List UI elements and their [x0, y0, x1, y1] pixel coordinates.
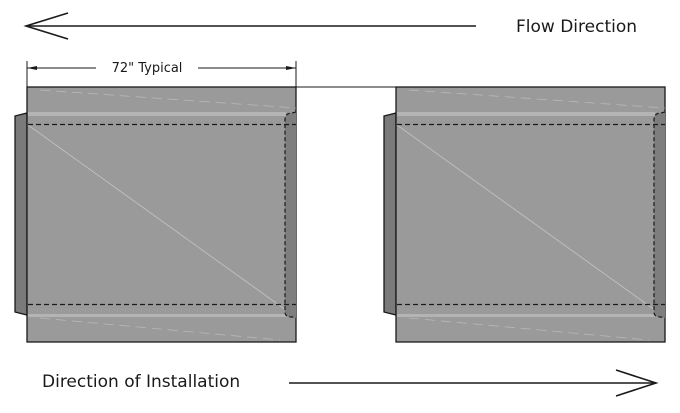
surface-streak — [39, 89, 297, 109]
installation-direction-label: Direction of Installation — [42, 372, 240, 392]
surface-streak — [39, 317, 281, 341]
highlight-band-bottom — [397, 314, 655, 317]
diagonal-line — [396, 124, 660, 314]
flow-arrow-head-icon — [23, 12, 69, 40]
spigot-hidden-outline — [284, 111, 297, 319]
spigot-end-right — [654, 112, 665, 318]
flow-direction-arrow — [23, 12, 476, 40]
spigot-end-right — [285, 112, 296, 318]
highlight-band-bottom — [28, 314, 286, 317]
pipe-body — [395, 86, 666, 343]
diagonal-line — [27, 124, 291, 314]
installation-arrow-head-icon — [615, 369, 659, 397]
pipe-section-2 — [383, 86, 666, 343]
flow-direction-label: Flow Direction — [516, 17, 637, 37]
surface-streak — [408, 317, 650, 341]
dimension-label: 72" Typical — [112, 61, 183, 76]
dimension-line — [26, 61, 297, 87]
pipe-section-1 — [14, 86, 297, 343]
bell-end-left — [14, 112, 28, 316]
bell-end-left — [383, 112, 397, 316]
installation-direction-arrow — [289, 369, 659, 397]
dimension-arrowhead-left-icon — [27, 66, 37, 70]
pipe-body — [26, 86, 297, 343]
highlight-band-top — [28, 112, 286, 116]
spigot-hidden-outline — [653, 111, 666, 319]
surface-streak — [408, 89, 666, 109]
highlight-band-top — [397, 112, 655, 116]
dimension-arrowhead-right-icon — [286, 66, 296, 70]
